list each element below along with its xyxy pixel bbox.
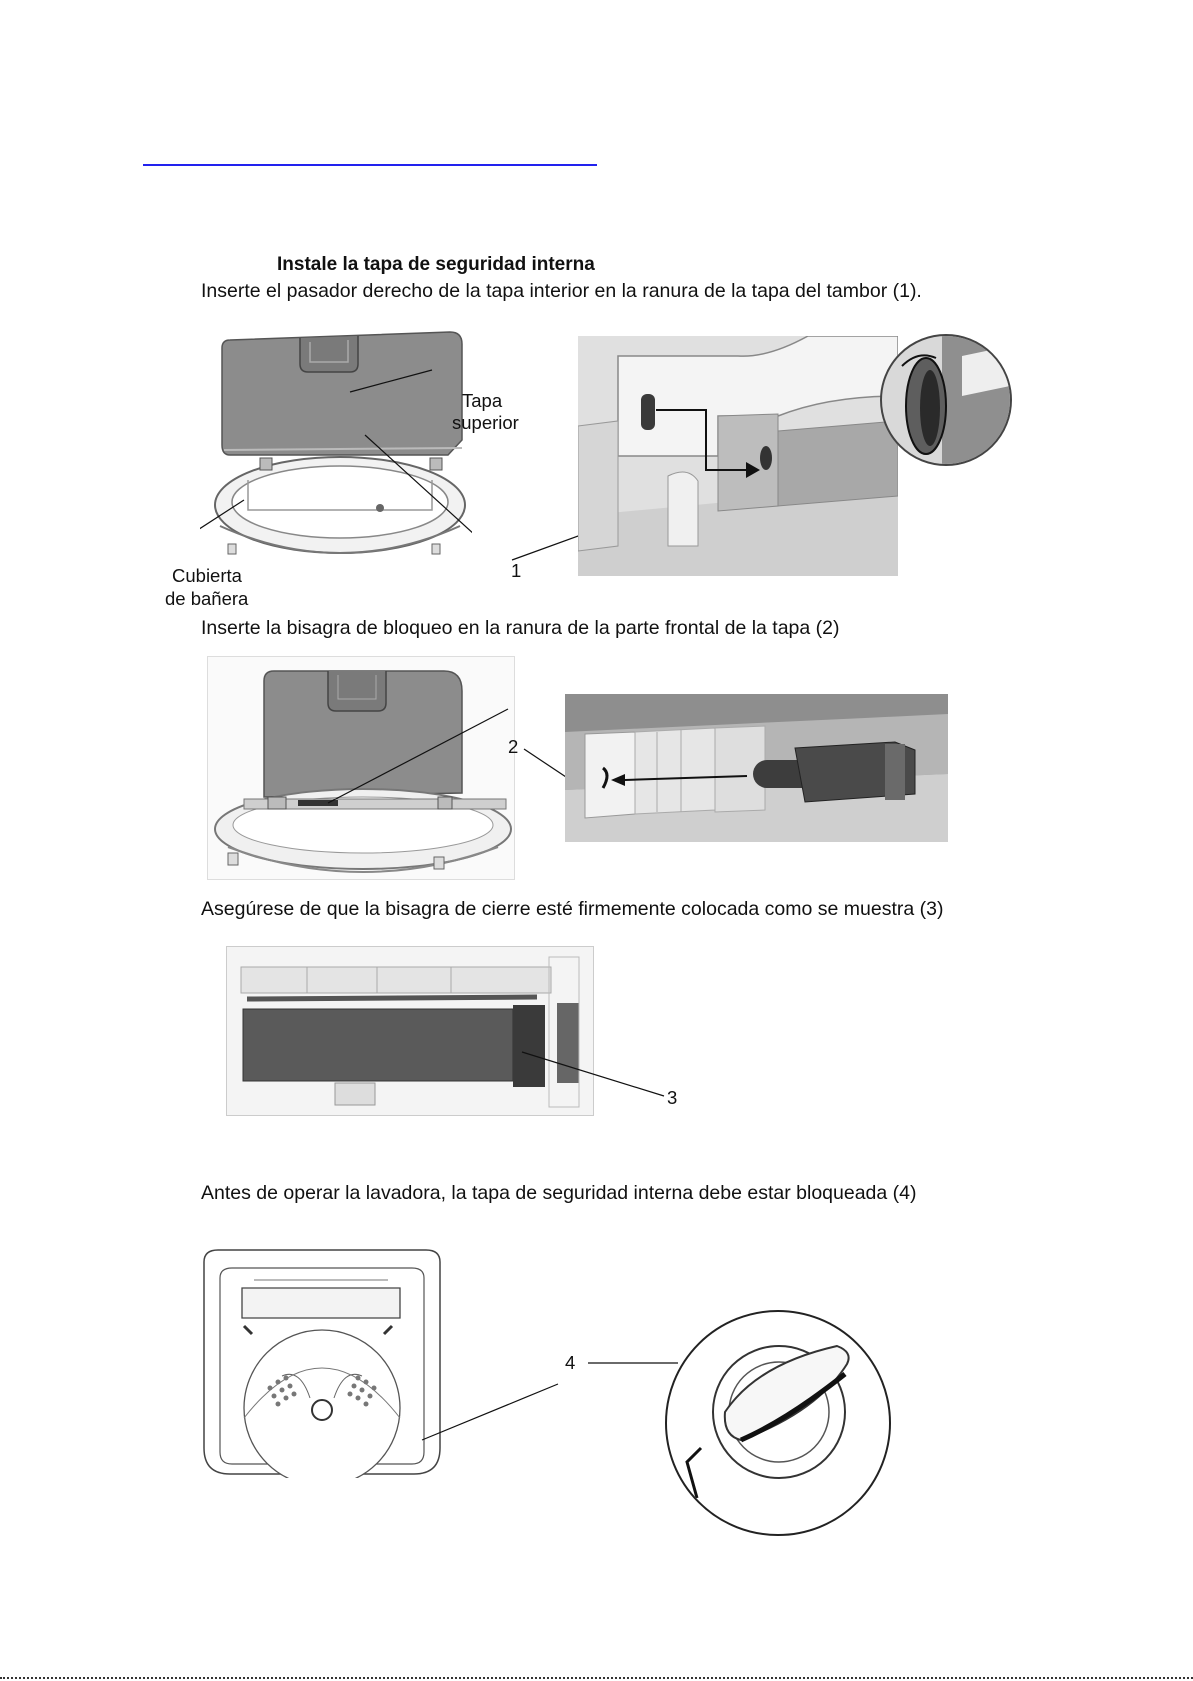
callout-number-4: 4 xyxy=(565,1352,576,1373)
callout-number-1: 1 xyxy=(511,560,522,581)
page-bottom-border xyxy=(0,1677,1193,1679)
figure-lid-open-ring xyxy=(200,330,472,578)
label-superior: superior xyxy=(452,412,519,433)
label-cubierta: Cubierta xyxy=(172,565,242,586)
figure-hinge-slot-closeup xyxy=(565,694,948,842)
step-2-text: Inserte la bisagra de bloqueo en la ranu… xyxy=(201,617,840,639)
figure-pin-slot-closeup xyxy=(578,336,898,576)
step-1-text: Inserte el pasador derecho de la tapa in… xyxy=(201,280,922,302)
figure-hinge-seated xyxy=(226,946,594,1116)
leader-line-3 xyxy=(521,1051,665,1097)
figure-magnifier-1 xyxy=(880,334,1012,466)
label-de-banera: de bañera xyxy=(165,588,249,609)
leader-line-4 xyxy=(421,1362,678,1441)
label-tapa: Tapa xyxy=(462,390,503,411)
figure-lock-knob-closeup xyxy=(665,1310,891,1536)
step-4-text: Antes de operar la lavadora, la tapa de … xyxy=(201,1182,917,1204)
callout-number-3: 3 xyxy=(667,1087,678,1108)
figure-washer-top xyxy=(200,1248,444,1478)
callout-number-2: 2 xyxy=(508,736,519,757)
step-3-text: Asegúrese de que la bisagra de cierre es… xyxy=(201,898,944,920)
link-underline[interactable] xyxy=(143,164,597,166)
section-heading: Instale la tapa de seguridad interna xyxy=(277,254,595,275)
figure-lock-hinge-lid xyxy=(207,656,515,880)
